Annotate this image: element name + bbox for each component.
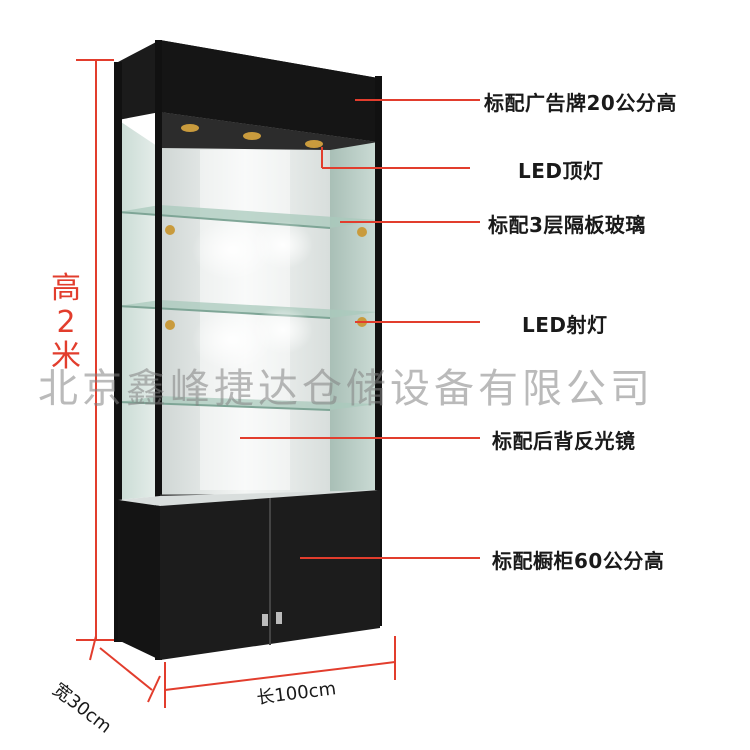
label-led-spot: LED射灯 xyxy=(522,313,608,337)
height-char-1: 高 xyxy=(51,271,81,306)
watermark-text: 北京鑫峰捷达仓储设备有限公司 xyxy=(38,366,654,412)
height-char-3: 米 xyxy=(51,339,81,374)
led-top-lights xyxy=(181,124,323,148)
led-spot-lights xyxy=(165,220,367,370)
lower-cabinet xyxy=(118,490,380,660)
height-char-2: 2 xyxy=(56,305,76,340)
right-side-glass xyxy=(330,140,378,496)
label-mirror: 标配后背反光镜 xyxy=(492,429,636,453)
height-label: 高 2 米 xyxy=(46,272,86,374)
label-led-top: LED顶灯 xyxy=(518,159,604,183)
length-dimension-line xyxy=(164,636,396,708)
label-cabinet: 标配橱柜60公分高 xyxy=(492,549,665,573)
leader-lines xyxy=(240,99,480,559)
label-shelves: 标配3层隔板玻璃 xyxy=(488,213,646,237)
width-dimension-line xyxy=(89,635,161,703)
top-billboard xyxy=(118,40,378,150)
label-billboard: 标配广告牌20公分高 xyxy=(484,91,677,115)
left-side-glass xyxy=(118,120,160,500)
